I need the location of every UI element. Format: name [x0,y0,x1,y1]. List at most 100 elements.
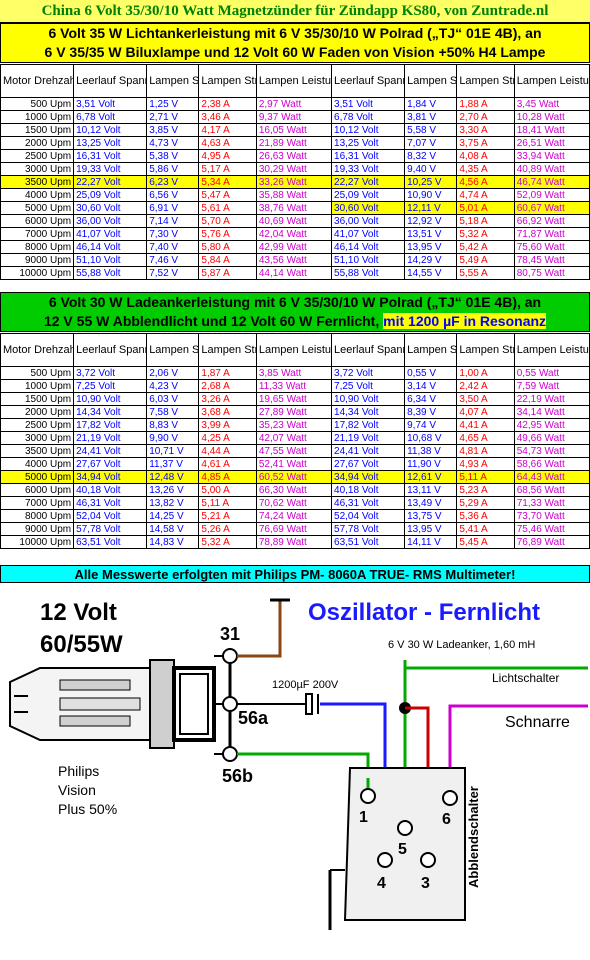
value-cell: 7,40 V [146,240,200,254]
value-cell: 38,76 Watt [255,201,333,215]
value-cell: 27,67 Volt [331,457,406,471]
value-cell: 0,55 Watt [513,366,590,380]
rpm-cell: 500 Upm [0,97,75,111]
value-cell: 40,18 Volt [331,483,406,497]
value-cell: 25,09 Volt [331,188,406,202]
value-cell: 2,06 V [146,366,200,380]
value-cell: 7,30 V [146,227,200,241]
value-cell: 5,11 A [456,470,515,484]
value-cell: 21,89 Watt [255,136,333,150]
value-cell: 51,10 Volt [331,253,406,267]
value-cell: 52,41 Watt [255,457,333,471]
value-cell: 30,60 Volt [331,201,406,215]
value-cell: 49,66 Watt [513,431,590,445]
column-header: Leerlauf Spannung [331,333,406,367]
value-cell: 17,82 Volt [331,418,406,432]
value-cell: 27,67 Volt [73,457,148,471]
value-cell: 26,51 Watt [513,136,590,150]
value-cell: 5,84 A [198,253,257,267]
value-cell: 4,63 A [198,136,257,150]
value-cell: 17,82 Volt [73,418,148,432]
value-cell: 7,52 V [146,266,200,280]
value-cell: 3,30 A [456,123,515,137]
value-cell: 14,25 V [146,509,200,523]
value-cell: 5,32 A [456,227,515,241]
rpm-cell: 5000 Upm [0,470,75,484]
value-cell: 5,21 A [198,509,257,523]
value-cell: 13,51 V [404,227,458,241]
column-header: Motor Drehzahl [0,333,75,367]
value-cell: 10,25 V [404,175,458,189]
rpm-cell: 7000 Upm [0,227,75,241]
value-cell: 3,50 A [456,392,515,406]
value-cell: 5,49 A [456,253,515,267]
value-cell: 30,60 Volt [73,201,148,215]
value-cell: 71,87 Watt [513,227,590,241]
rpm-cell: 500 Upm [0,366,75,380]
value-cell: 4,25 A [198,431,257,445]
value-cell: 14,11 V [404,535,458,549]
section2-line2: 12 V 55 W Abblendlicht und 12 Volt 60 W … [1,312,589,331]
value-cell: 25,09 Volt [73,188,148,202]
value-cell: 5,18 A [456,214,515,228]
value-cell: 55,88 Volt [73,266,148,280]
value-cell: 2,70 A [456,110,515,124]
value-cell: 10,90 Volt [73,392,148,406]
value-cell: 7,25 Volt [331,379,406,393]
value-cell: 5,41 A [456,522,515,536]
value-cell: 34,94 Volt [331,470,406,484]
value-cell: 14,83 V [146,535,200,549]
value-cell: 33,94 Watt [513,149,590,163]
value-cell: 40,18 Volt [73,483,148,497]
value-cell: 51,10 Volt [73,253,148,267]
value-cell: 55,88 Volt [331,266,406,280]
value-cell: 41,07 Volt [73,227,148,241]
value-cell: 7,58 V [146,405,200,419]
value-cell: 2,42 A [456,379,515,393]
value-cell: 13,82 V [146,496,200,510]
charge-armature-label: 6 V 30 W Ladeanker, 1,60 mH [388,639,535,651]
value-cell: 8,83 V [146,418,200,432]
value-cell: 8,39 V [404,405,458,419]
value-cell: 11,38 V [404,444,458,458]
column-header: Lampen Spannung [146,64,200,98]
rpm-cell: 2000 Upm [0,405,75,419]
value-cell: 35,88 Watt [255,188,333,202]
horn-label: Schnarre [505,714,570,731]
dimmer-switch-housing [343,767,466,921]
column-header: Lampen Strom AC [456,333,515,367]
value-cell: 9,37 Watt [255,110,333,124]
lamp-voltage-label: 12 Volt [40,599,117,626]
rpm-cell: 1500 Upm [0,123,75,137]
value-cell: 3,81 V [404,110,458,124]
value-cell: 60,67 Watt [513,201,590,215]
column-header: Motor Drehzahl [0,64,75,98]
column-header: Lampen Spannung [404,333,458,367]
value-cell: 10,90 V [404,188,458,202]
value-cell: 4,81 A [456,444,515,458]
rpm-cell: 10000 Upm [0,266,75,280]
value-cell: 7,14 V [146,214,200,228]
value-cell: 5,45 A [456,535,515,549]
value-cell: 4,56 A [456,175,515,189]
rpm-cell: 2000 Upm [0,136,75,150]
value-cell: 7,46 V [146,253,200,267]
section1-line2: 6 V 35/35 W Biluxlampe und 12 Volt 60 W … [44,44,546,60]
value-cell: 7,59 Watt [513,379,590,393]
value-cell: 21,19 Volt [73,431,148,445]
value-cell: 41,07 Volt [331,227,406,241]
value-cell: 70,62 Watt [255,496,333,510]
value-cell: 16,05 Watt [255,123,333,137]
value-cell: 40,69 Watt [255,214,333,228]
terminal-4 [377,852,393,868]
value-cell: 6,78 Volt [331,110,406,124]
value-cell: 19,33 Volt [331,162,406,176]
value-cell: 4,61 A [198,457,257,471]
